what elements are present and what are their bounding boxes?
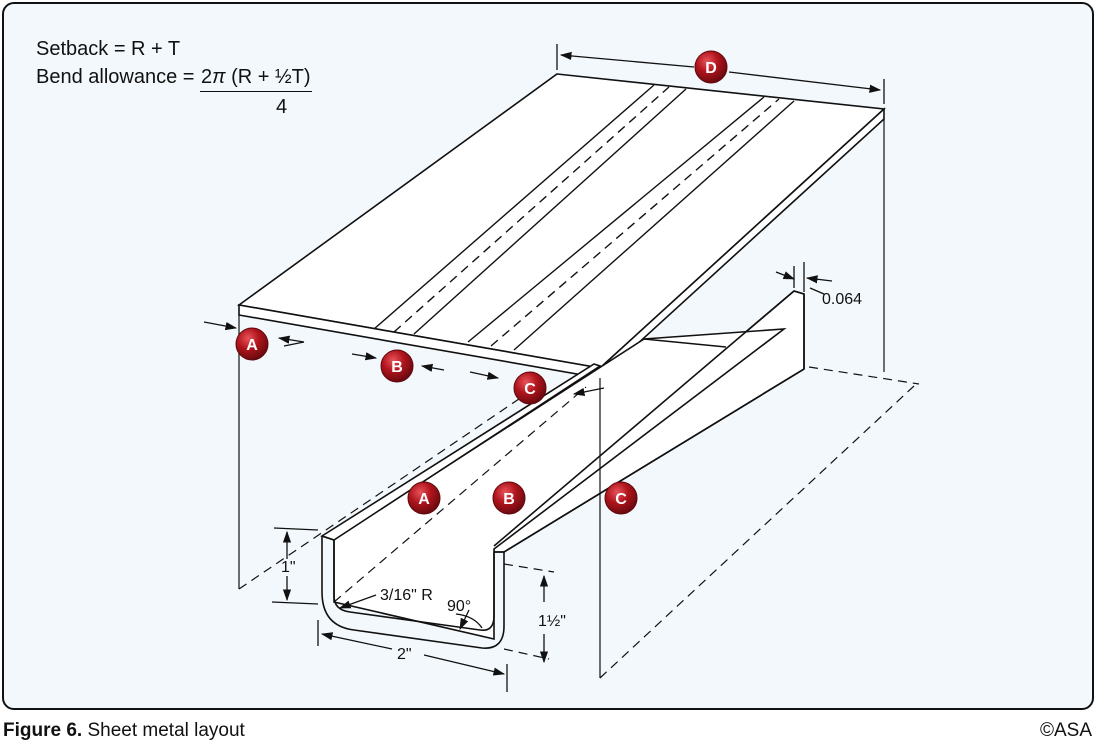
bend-allowance-prefix: Bend allowance = xyxy=(36,66,201,88)
angle-label: 90° xyxy=(447,598,471,615)
figure-frame: 0.064 3/16" R 90° 1" 1½" 2" D A B C A B xyxy=(2,2,1094,710)
dimension-a-b-c-row xyxy=(203,321,605,396)
dimension-radius-angle xyxy=(338,594,483,631)
pi-symbol: π xyxy=(212,66,226,88)
numerator-rest: (R + ½T) xyxy=(225,66,311,88)
bend-allowance-formula: Bend allowance = 2π (R + ½T) xyxy=(36,66,312,92)
bend-allowance-numerator: 2π (R + ½T) xyxy=(200,66,312,92)
caption-text: Sheet metal layout xyxy=(82,720,245,741)
thickness-label: 0.064 xyxy=(822,291,862,308)
marker-b-top: B xyxy=(380,349,414,383)
marker-a-top: A xyxy=(235,327,269,361)
copyright-notice: ©ASA xyxy=(1039,720,1092,741)
bend-lines xyxy=(373,84,795,351)
setback-formula: Setback = R + T xyxy=(36,38,181,60)
radius-label: 3/16" R xyxy=(380,587,433,604)
marker-c-channel: C xyxy=(604,481,638,515)
bend-allowance-denominator: 4 xyxy=(276,96,288,118)
marker-b-top-label: B xyxy=(391,359,403,376)
marker-c-top: C xyxy=(513,371,547,405)
marker-d: D xyxy=(694,50,728,84)
flange-left-label: 1" xyxy=(281,559,296,576)
dimension-flange-left xyxy=(271,527,319,605)
marker-d-label: D xyxy=(705,60,717,77)
marker-c-channel-label: C xyxy=(615,491,627,508)
base-width-label: 2" xyxy=(397,646,412,663)
sheet-metal-drawing: 0.064 3/16" R 90° 1" 1½" 2" D A B C A B xyxy=(203,44,920,692)
caption-label: Figure 6. xyxy=(3,720,83,741)
numerator-coefficient: 2 xyxy=(201,66,213,88)
marker-a-channel-label: A xyxy=(418,491,430,508)
marker-b-channel: B xyxy=(492,481,526,515)
marker-b-channel-label: B xyxy=(503,491,515,508)
marker-c-top-label: C xyxy=(524,381,536,398)
dimension-d xyxy=(556,44,885,104)
projection-lines xyxy=(238,119,885,678)
dimension-base xyxy=(317,620,508,692)
dimension-thickness xyxy=(775,262,833,295)
flange-right-label: 1½" xyxy=(538,613,566,630)
marker-a-top-label: A xyxy=(246,337,258,354)
dashed-projection-lines xyxy=(238,366,920,679)
figure-caption: Figure 6. Sheet metal layout xyxy=(3,720,245,742)
marker-a-channel: A xyxy=(407,481,441,515)
